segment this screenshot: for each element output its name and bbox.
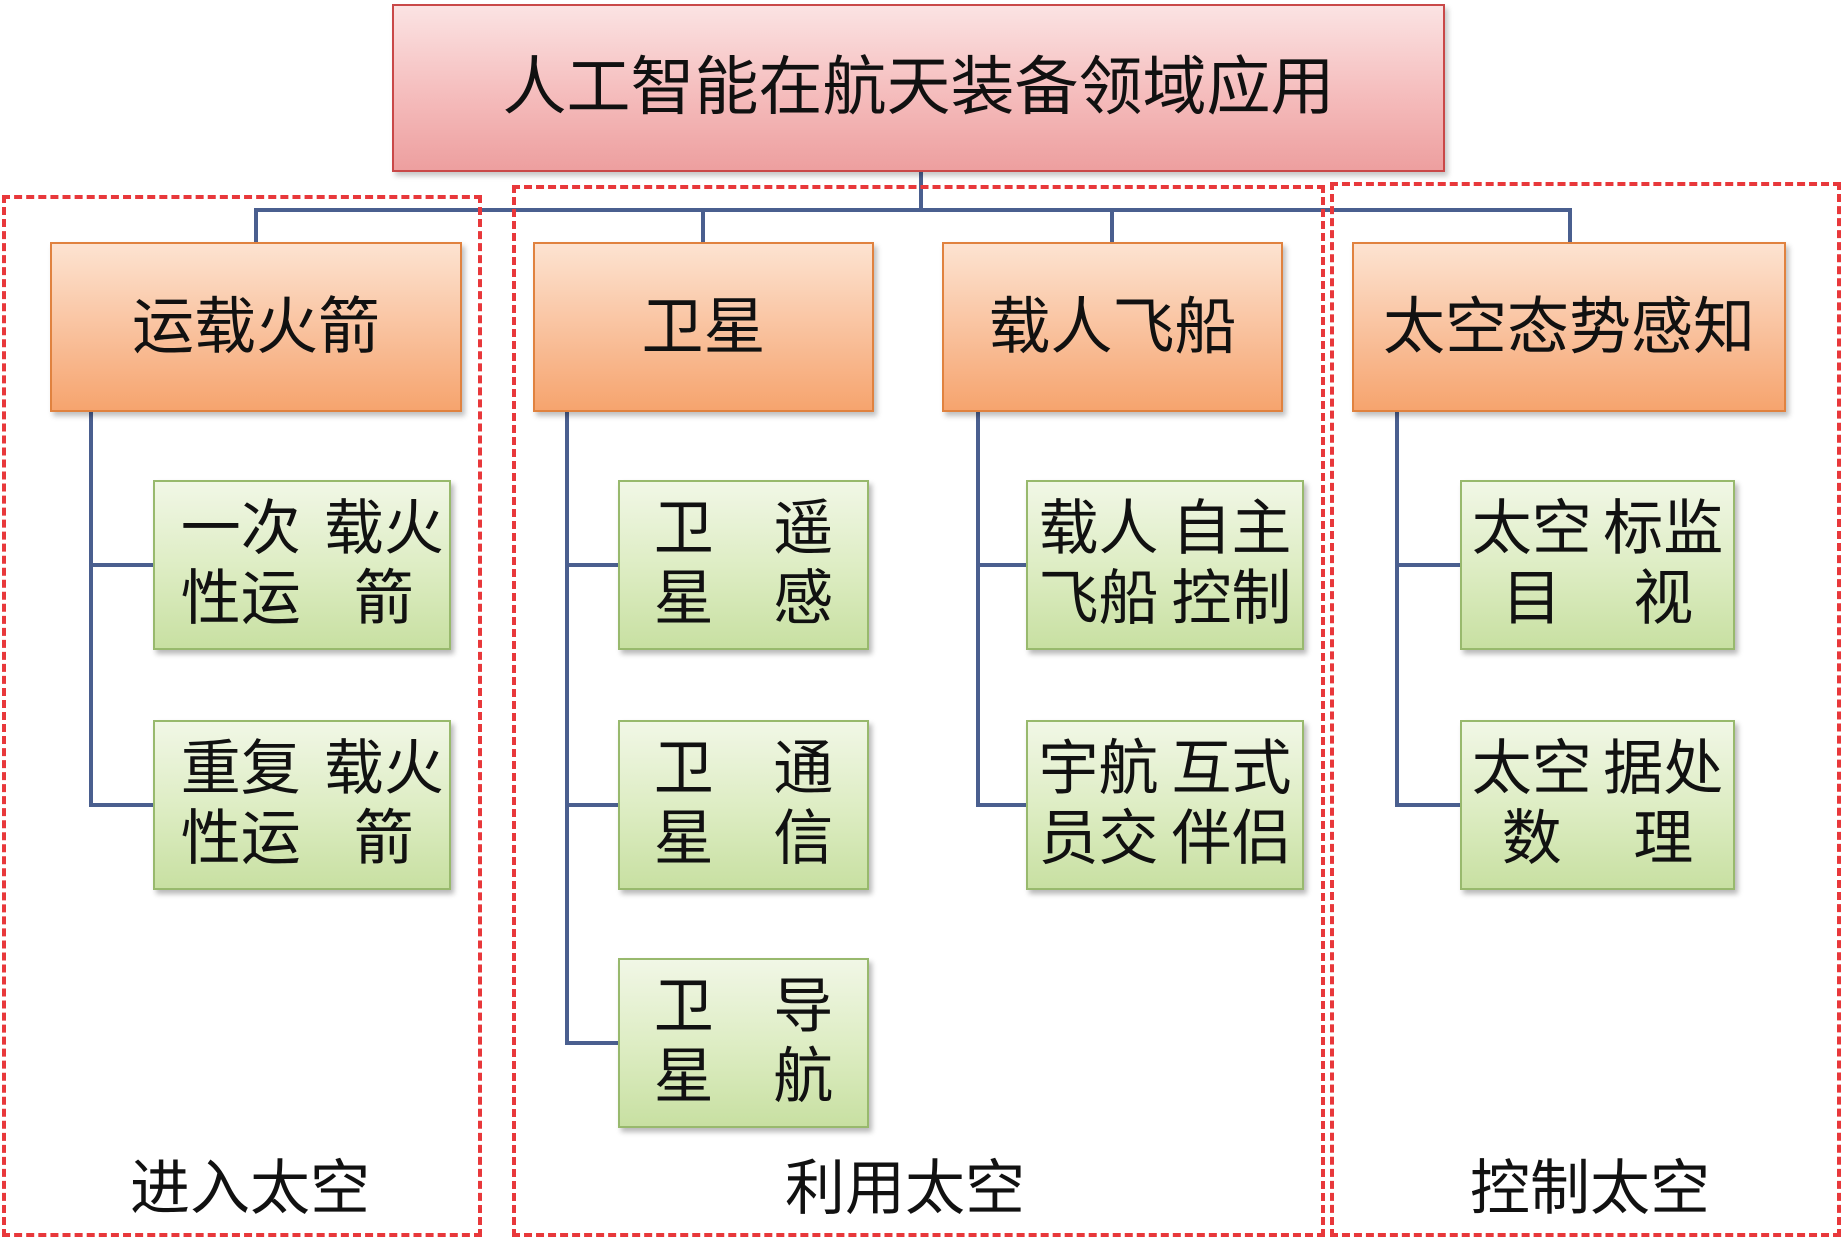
region-control-space <box>1330 182 1841 1237</box>
leaf-node-satellite-communication: 卫星通信 <box>618 720 869 890</box>
region-label-enter-space: 进入太空 <box>130 1154 370 1224</box>
leaf-node-expendable-rocket: 一次性运载火箭 <box>153 480 451 650</box>
category-node-space-situational-awareness: 太空态势感知 <box>1352 242 1786 412</box>
region-label-use-space: 利用太空 <box>785 1154 1025 1224</box>
category-node-launch-vehicle: 运载火箭 <box>50 242 462 412</box>
leaf-node-spacecraft-autonomous-control: 载人飞船自主控制 <box>1026 480 1304 650</box>
region-label-control-space: 控制太空 <box>1470 1154 1710 1224</box>
region-enter-space <box>2 195 482 1237</box>
category-node-crewed-spacecraft: 载人飞船 <box>942 242 1283 412</box>
leaf-node-reusable-rocket: 重复性运载火箭 <box>153 720 451 890</box>
leaf-node-satellite-navigation: 卫星导航 <box>618 958 869 1128</box>
root-node: 人工智能在航天装备领域应用 <box>392 4 1445 172</box>
leaf-node-astronaut-companion: 宇航员交互式伴侣 <box>1026 720 1304 890</box>
leaf-node-space-target-surveillance: 太空目标监视 <box>1460 480 1735 650</box>
leaf-node-space-data-processing: 太空数据处理 <box>1460 720 1735 890</box>
leaf-node-satellite-remote-sensing: 卫星遥感 <box>618 480 869 650</box>
region-use-space <box>512 185 1325 1237</box>
category-node-satellite: 卫星 <box>533 242 874 412</box>
